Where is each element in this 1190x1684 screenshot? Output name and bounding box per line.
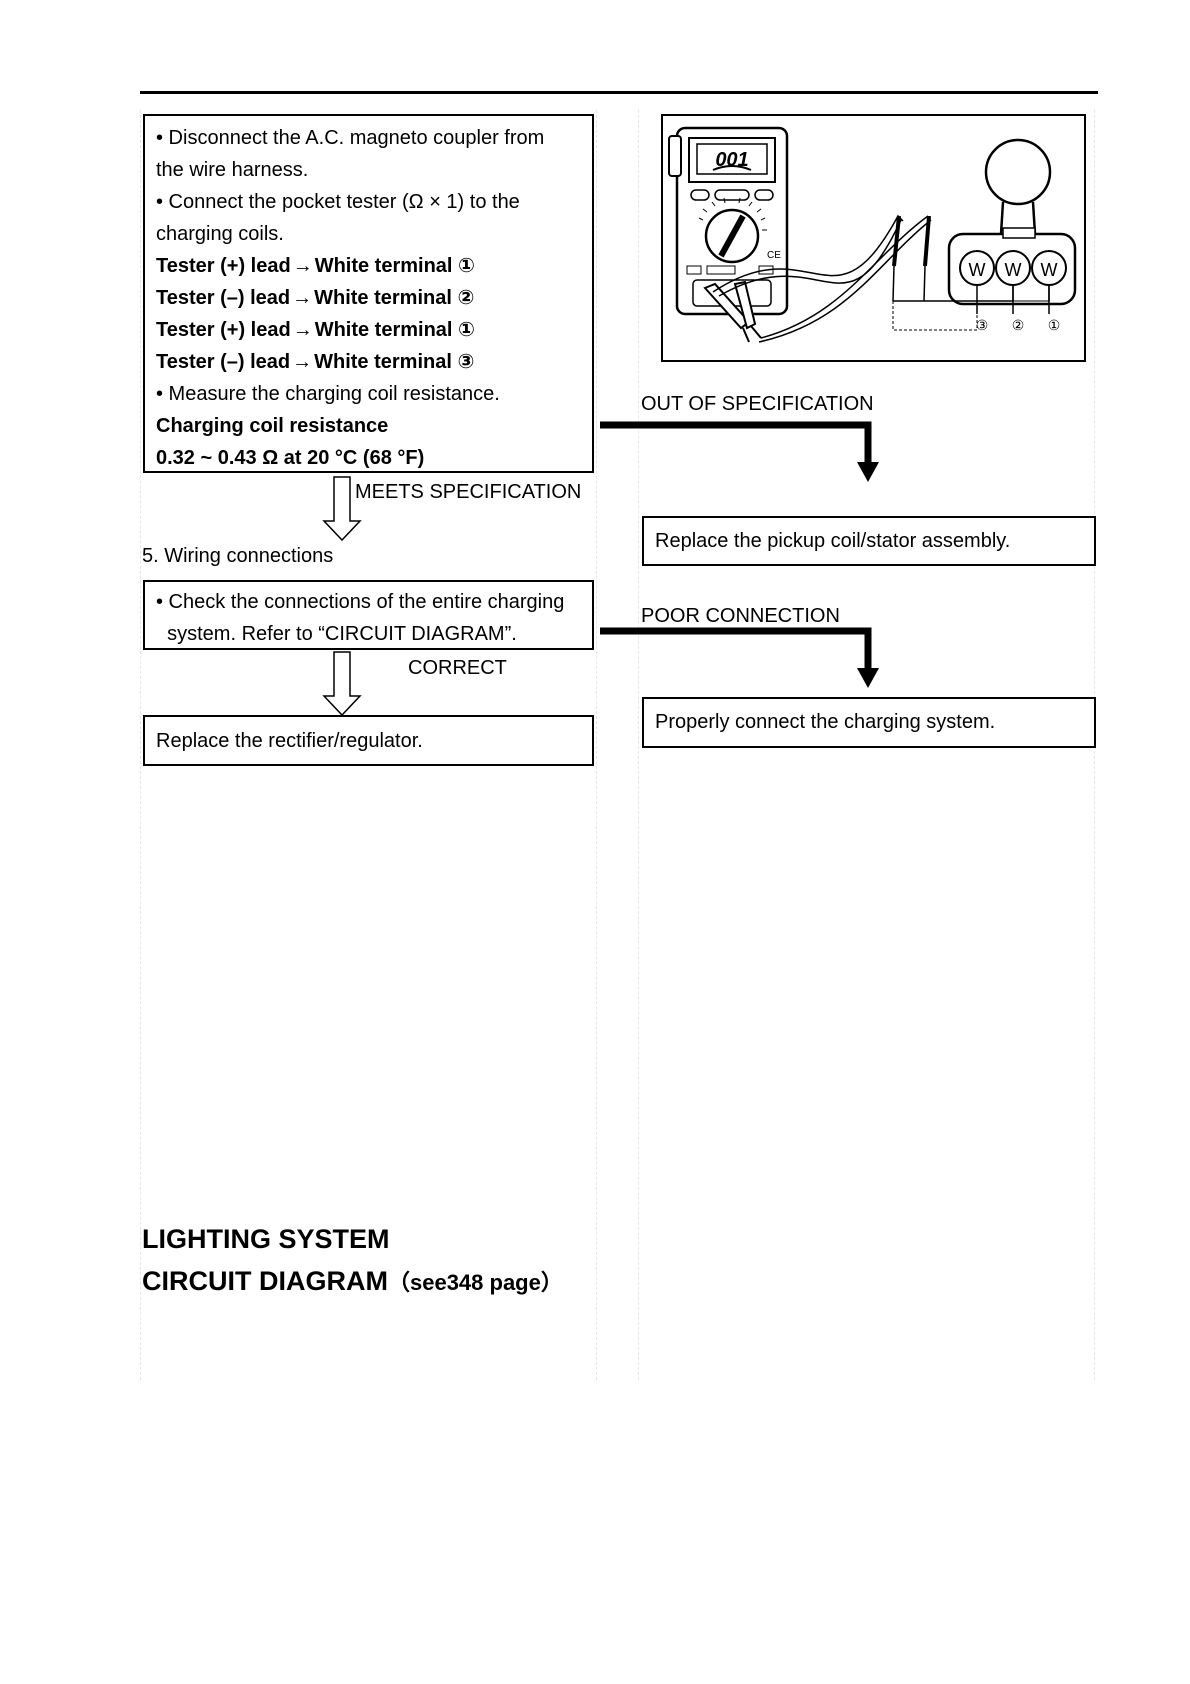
tester-row: Tester (+) lead→White terminal ① <box>156 250 592 282</box>
multimeter-figure: 001 CE <box>661 114 1086 362</box>
action-text: Replace the pickup coil/stator assembly. <box>655 530 1011 552</box>
terminal-label: ③ <box>976 317 989 333</box>
multimeter-illustration: 001 CE <box>668 126 1077 343</box>
right-arrow-icon: → <box>292 255 313 277</box>
section-subtitle: CIRCUIT DIAGRAM（see348 page） <box>142 1266 563 1296</box>
terminal-label: ② <box>1012 317 1025 333</box>
branch-arrow <box>600 627 879 688</box>
down-arrow-icon <box>322 651 362 717</box>
branch-arrow <box>600 421 879 482</box>
down-arrow-icon <box>322 476 362 542</box>
connector-pin-label: W <box>1005 260 1022 280</box>
action-box: Replace the rectifier/regulator. <box>143 715 594 766</box>
out-of-spec-label: OUT OF SPECIFICATION <box>641 393 874 415</box>
instruction-line: • Disconnect the A.C. magneto coupler fr… <box>156 127 545 149</box>
tester-row: Tester (–) lead→White terminal ② <box>156 282 592 314</box>
correct-label: CORRECT <box>408 657 507 679</box>
tester-row: Tester (–) lead→White terminal ③ <box>156 346 592 378</box>
section-title: LIGHTING SYSTEM <box>142 1224 390 1254</box>
column-guide <box>638 110 639 1380</box>
instruction-line: the wire harness. <box>156 159 309 181</box>
header-rule <box>140 91 1098 94</box>
column-guide <box>596 110 597 1380</box>
meets-spec-label: MEETS SPECIFICATION <box>355 481 582 503</box>
meter-brand: CE <box>767 250 781 261</box>
right-arrow-icon: → <box>292 351 313 373</box>
action-text: Replace the rectifier/regulator. <box>156 730 423 752</box>
spec-value: 0.32 ~ 0.43 Ω at 20 °C (68 °F) <box>156 447 425 469</box>
connector-pin-label: W <box>1041 260 1058 280</box>
instruction-line: charging coils. <box>156 223 284 245</box>
action-text: Properly connect the charging system. <box>655 711 996 733</box>
spec-title: Charging coil resistance <box>156 415 389 437</box>
meter-display: 001 <box>715 149 748 171</box>
action-box: Replace the pickup coil/stator assembly. <box>642 516 1096 566</box>
poor-connection-label: POOR CONNECTION <box>641 605 840 627</box>
connector-pin-label: W <box>969 260 986 280</box>
instruction-line: • Measure the charging coil resistance. <box>156 383 500 405</box>
instruction-box: • Disconnect the A.C. magneto coupler fr… <box>143 114 594 473</box>
tester-row: Tester (+) lead→White terminal ① <box>156 314 592 346</box>
right-arrow-icon: → <box>292 287 313 309</box>
instruction-box: • Check the connections of the entire ch… <box>143 580 594 650</box>
instruction-line: • Check the connections of the entire ch… <box>156 591 565 613</box>
instruction-line: system. Refer to “CIRCUIT DIAGRAM”. <box>156 623 517 645</box>
action-box: Properly connect the charging system. <box>642 697 1096 748</box>
instruction-line: • Connect the pocket tester (Ω × 1) to t… <box>156 191 520 213</box>
page-reference: （see348 page） <box>387 1270 563 1295</box>
terminal-label: ① <box>1048 317 1061 333</box>
column-guide <box>140 110 141 1380</box>
right-arrow-icon: → <box>292 319 313 341</box>
step-title: 5. Wiring connections <box>142 545 334 567</box>
